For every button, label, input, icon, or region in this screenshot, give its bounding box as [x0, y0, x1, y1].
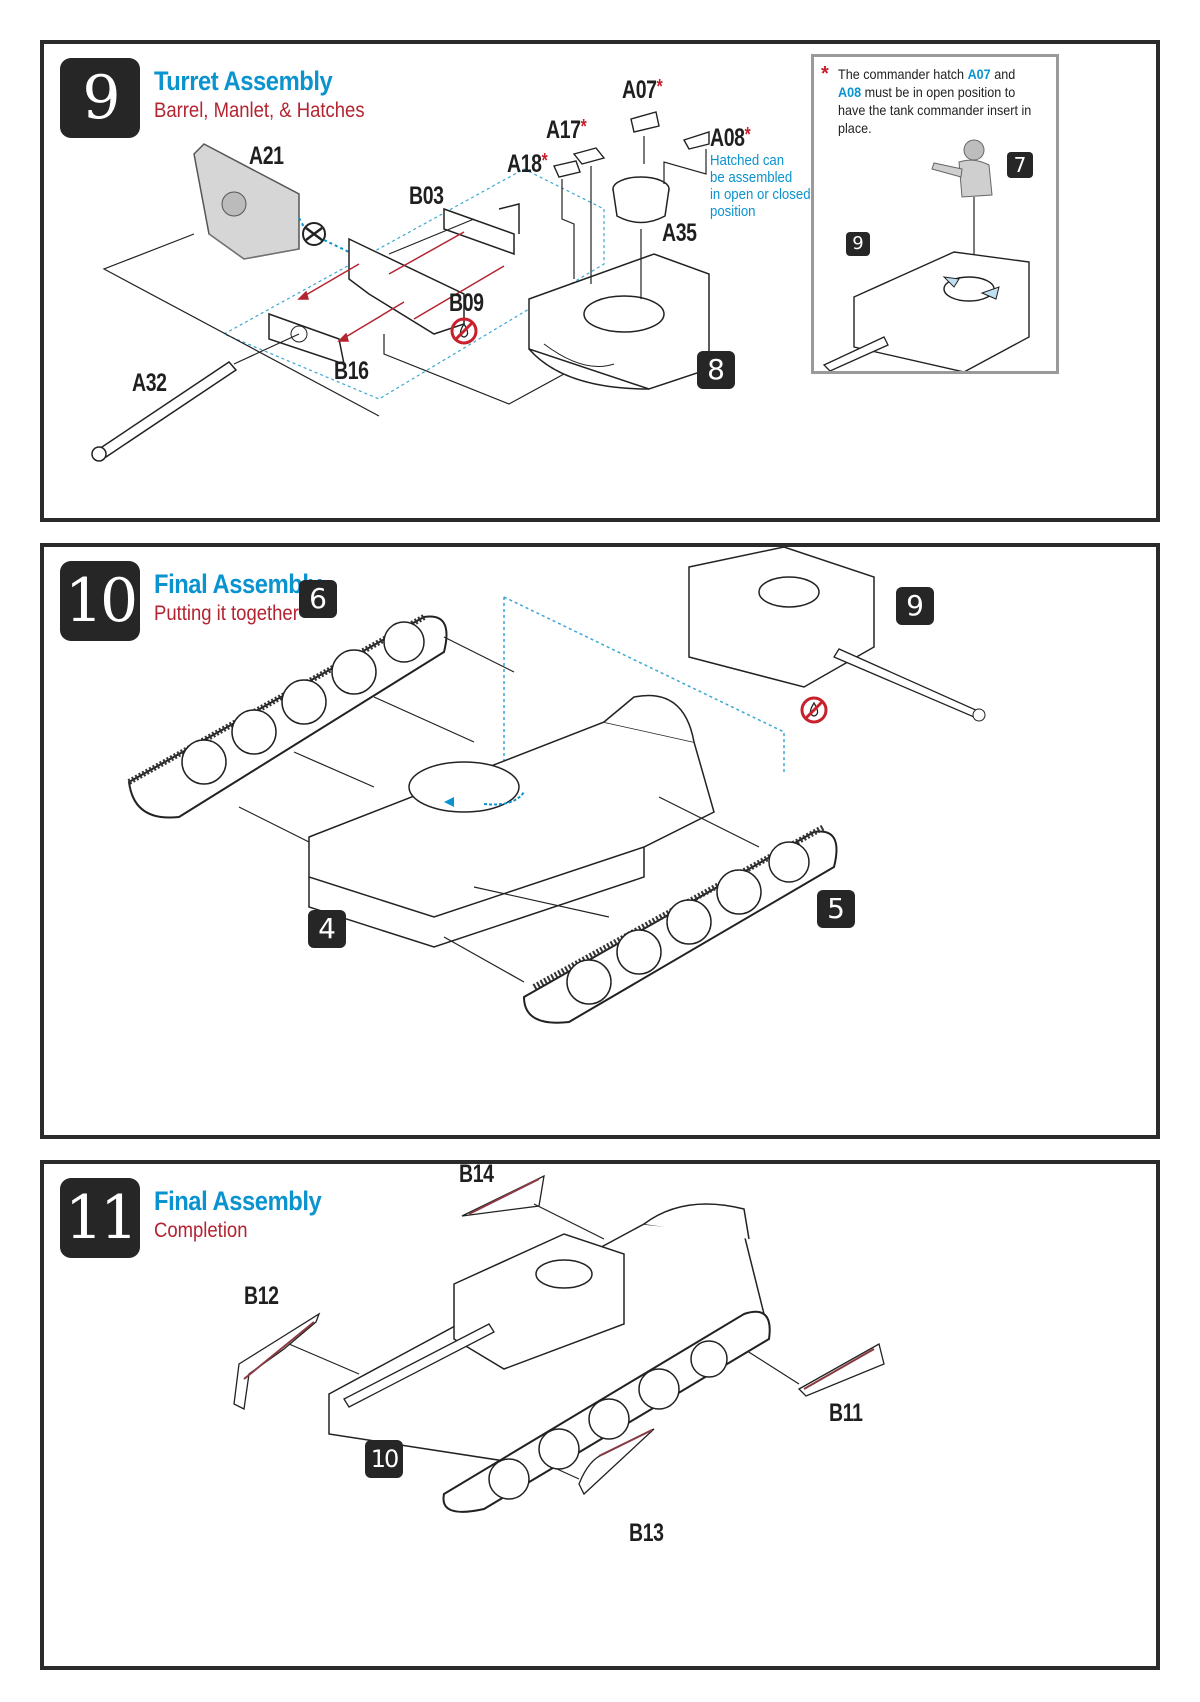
- mantlet-cover-part: [193, 143, 300, 260]
- final-assembly-illustration: [127, 547, 986, 1024]
- hull: [308, 694, 715, 948]
- ref-badge-9: 9: [846, 232, 870, 256]
- turret-body: [528, 253, 710, 390]
- ref-badge-8: 8: [697, 351, 735, 389]
- part-label-b03: B03: [409, 182, 444, 210]
- part-label-a07: A07*: [622, 76, 663, 104]
- glue-icon: [302, 222, 326, 246]
- ref-badge-9: 9: [896, 587, 934, 625]
- commander-figure-illustration: [822, 139, 1030, 371]
- left-track-assembly: [127, 614, 448, 819]
- part-label-a18: A18*: [507, 150, 548, 178]
- part-label-a35: A35: [662, 219, 697, 247]
- part-label-b13: B13: [629, 1519, 664, 1547]
- part-label-a08: A08*: [710, 124, 751, 152]
- hatch-parts: [553, 111, 710, 224]
- no-glue-icon: [450, 317, 478, 345]
- part-label-a32: A32: [132, 369, 167, 397]
- part-label-b11: B11: [829, 1399, 863, 1427]
- step-9-panel: 9 Turret Assembly Barrel, Manlet, & Hatc…: [40, 40, 1160, 522]
- commander-hatch-callout: * The commander hatch A07 and A08 must b…: [811, 54, 1059, 374]
- step-title: Final Assembly: [154, 569, 322, 599]
- ref-badge-6: 6: [299, 580, 337, 618]
- step-title: Final Assembly: [154, 1186, 322, 1216]
- step-10-panel: 10 Final Assembly Putting it together: [40, 543, 1160, 1139]
- part-label-b14: B14: [459, 1160, 494, 1188]
- ref-badge-10: 10: [365, 1440, 403, 1478]
- hatch-position-note: Hatched can be assembled in open or clos…: [710, 152, 811, 220]
- completed-tank-illustration: [233, 1174, 885, 1513]
- fender-b14: [461, 1174, 545, 1217]
- turret-assembly-illustration: [91, 111, 710, 462]
- tank-body: [328, 1203, 771, 1513]
- barrel-part-a32: [91, 361, 238, 462]
- step-number-badge: 10: [60, 561, 140, 641]
- part-label-b12: B12: [244, 1282, 279, 1310]
- step-subtitle: Barrel, Manlet, & Hatches: [154, 99, 365, 122]
- step-11-panel: 11 Final Assembly Completion: [40, 1160, 1160, 1670]
- no-glue-icon: [800, 696, 828, 724]
- part-label-a17: A17*: [546, 116, 587, 144]
- step-number-badge: 11: [60, 1178, 140, 1258]
- step-number-badge: 9: [60, 58, 140, 138]
- mantlet-front-part-b16: [268, 312, 345, 366]
- step-title: Turret Assembly: [154, 66, 333, 96]
- turret-with-commander: [822, 251, 1030, 371]
- step-subtitle: Completion: [154, 1219, 248, 1242]
- alignment-arrows: [297, 231, 505, 342]
- ref-badge-7: 7: [1007, 152, 1033, 178]
- rotate-arrow-icon: [483, 791, 525, 806]
- part-label-b09: B09: [449, 289, 484, 317]
- step-subtitle: Putting it together: [154, 602, 299, 625]
- part-label-b16: B16: [334, 357, 369, 385]
- callout-text: The commander hatch A07 and A08 must be …: [838, 66, 1032, 136]
- ref-badge-5: 5: [817, 890, 855, 928]
- fender-b13: [578, 1428, 655, 1496]
- fender-b11: [797, 1343, 885, 1397]
- mantlet-part-b03: [348, 203, 520, 335]
- turret-assembly-9: [688, 547, 986, 722]
- commander-figure: [931, 139, 993, 198]
- part-label-a21: A21: [249, 142, 284, 170]
- right-track-assembly: [522, 824, 838, 1024]
- fender-b12: [233, 1312, 321, 1410]
- asterisk-icon: *: [821, 63, 829, 85]
- ref-badge-4: 4: [308, 910, 346, 948]
